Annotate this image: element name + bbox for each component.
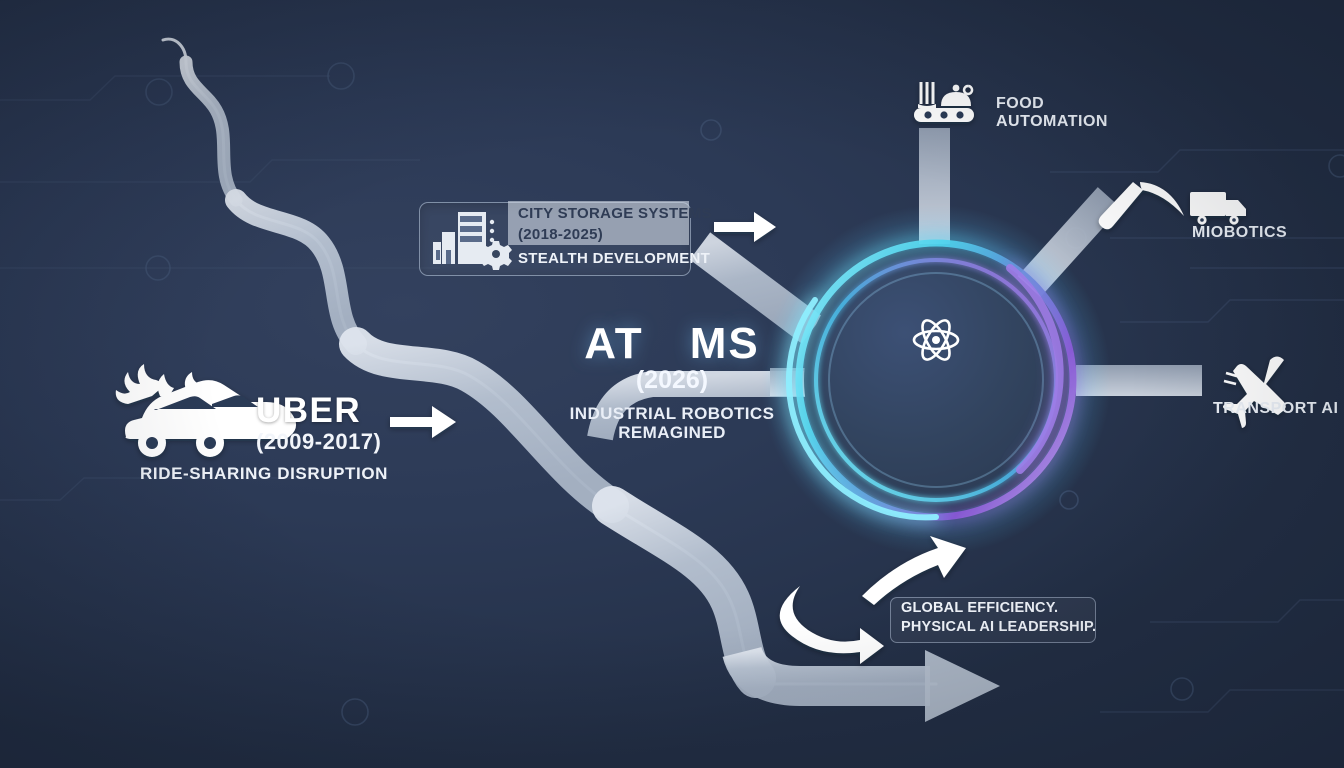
- origin-title: UBER: [256, 391, 362, 430]
- airplane-icon: [1223, 356, 1286, 428]
- outcome-line2: PHYSICAL AI LEADERSHIP.: [901, 619, 1097, 635]
- midpoint-title: CITY STORAGE SYSTEMS: [518, 205, 712, 222]
- atom-icon: [912, 319, 960, 361]
- truck-icon: [1190, 192, 1246, 225]
- outcome-box[interactable]: [890, 597, 1096, 643]
- hub-faint-ring: [828, 272, 1044, 488]
- hub-tagline-line1: INDUSTRIAL ROBOTICS: [569, 404, 775, 423]
- hub-cyan-arc: [785, 297, 939, 521]
- spoke-label-food-line1: FOOD: [996, 95, 1045, 112]
- origin-years: (2009-2017): [256, 429, 382, 454]
- origin-right-arrow-icon: [390, 406, 456, 438]
- midpoint-status: STEALTH DEVELOPMENT: [518, 250, 711, 267]
- spoke-label-transport-ai: TRANSPORT AI: [1213, 400, 1339, 417]
- spoke-label-miobotics: MIOBOTICS: [1192, 224, 1288, 241]
- outcome-line1: GLOBAL EFFICIENCY.: [901, 600, 1059, 616]
- pickaxe-icon: [1098, 182, 1184, 230]
- curved-up-arrow-icon: [862, 536, 966, 605]
- buildings-gear-icon: [433, 212, 512, 270]
- origin-subtitle: RIDE-SHARING DISRUPTION: [140, 464, 389, 483]
- hub-purple-arc: [1006, 264, 1064, 474]
- midpoint-highlight-band: [508, 201, 689, 245]
- midpoint-years: (2018-2025): [518, 226, 604, 243]
- hub-tagline-line2: REMAGINED: [618, 423, 726, 442]
- flow-terminal-arrow: [925, 650, 1000, 722]
- car-with-flames-icon: [115, 364, 297, 457]
- curved-right-arrow-icon: [779, 586, 884, 664]
- hub-year: (2026): [635, 366, 709, 394]
- food-robot-icon: [914, 82, 974, 122]
- spoke-label-food-line2: AUTOMATION: [996, 113, 1108, 130]
- midpoint-right-arrow-icon: [714, 212, 776, 242]
